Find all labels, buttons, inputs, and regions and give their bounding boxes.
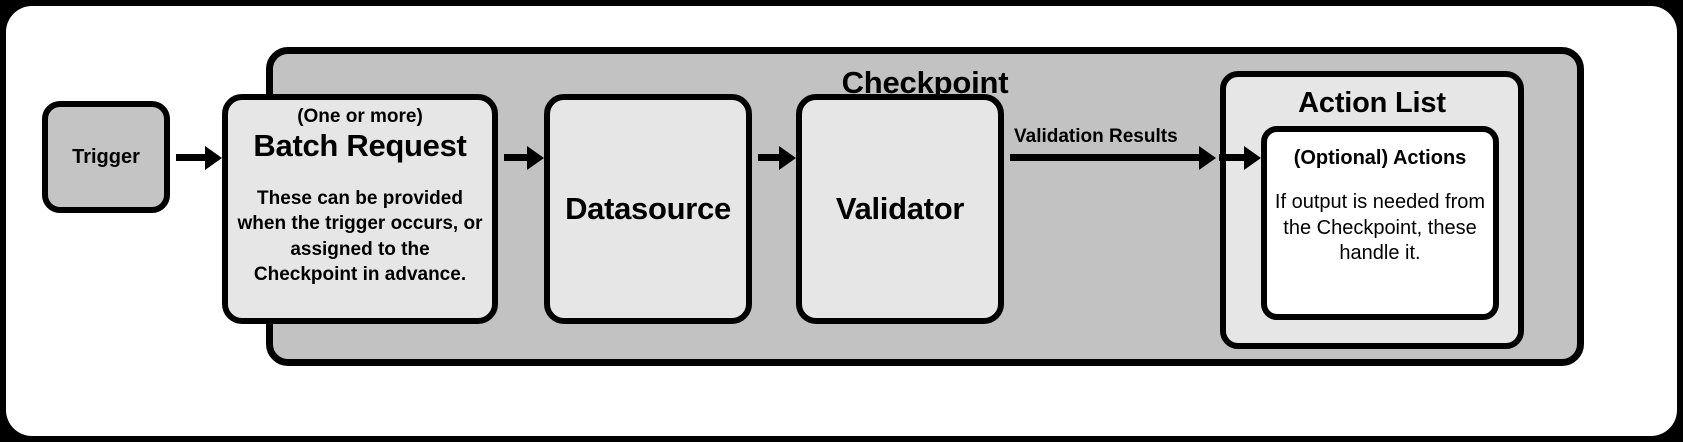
arrow-trigger-to-batch-request xyxy=(176,145,222,170)
node-batch-request[interactable]: (One or more) Batch Request These can be… xyxy=(222,94,498,324)
arrow-datasource-to-validator xyxy=(758,145,796,170)
action-list-group-title: Action List xyxy=(1298,87,1446,119)
node-batch-request-description: These can be provided when the trigger o… xyxy=(237,187,483,286)
node-batch-request-label: Batch Request xyxy=(253,127,467,163)
node-trigger-label: Trigger xyxy=(72,145,140,168)
node-optional-actions[interactable]: (Optional) Actions If output is needed f… xyxy=(1261,126,1499,320)
edge-label-validation-results: Validation Results xyxy=(1014,126,1178,147)
node-optional-actions-label: (Optional) Actions xyxy=(1293,147,1467,169)
node-validator[interactable]: Validator xyxy=(796,94,1004,324)
node-datasource-label: Datasource xyxy=(565,191,731,226)
arrow-validator-to-action-list xyxy=(1010,145,1216,170)
node-batch-request-sublabel: (One or more) xyxy=(297,106,423,127)
node-optional-actions-description: If output is needed from the Checkpoint,… xyxy=(1274,191,1486,265)
arrow-batch-request-to-datasource xyxy=(504,145,544,170)
node-trigger[interactable]: Trigger xyxy=(42,101,170,213)
node-validator-label: Validator xyxy=(835,191,965,226)
arrow-action-list-to-optional-actions xyxy=(1219,145,1261,170)
node-datasource[interactable]: Datasource xyxy=(544,94,752,324)
diagram-outer-frame: Checkpoint Trigger (One or more) Batch R… xyxy=(6,6,1677,436)
